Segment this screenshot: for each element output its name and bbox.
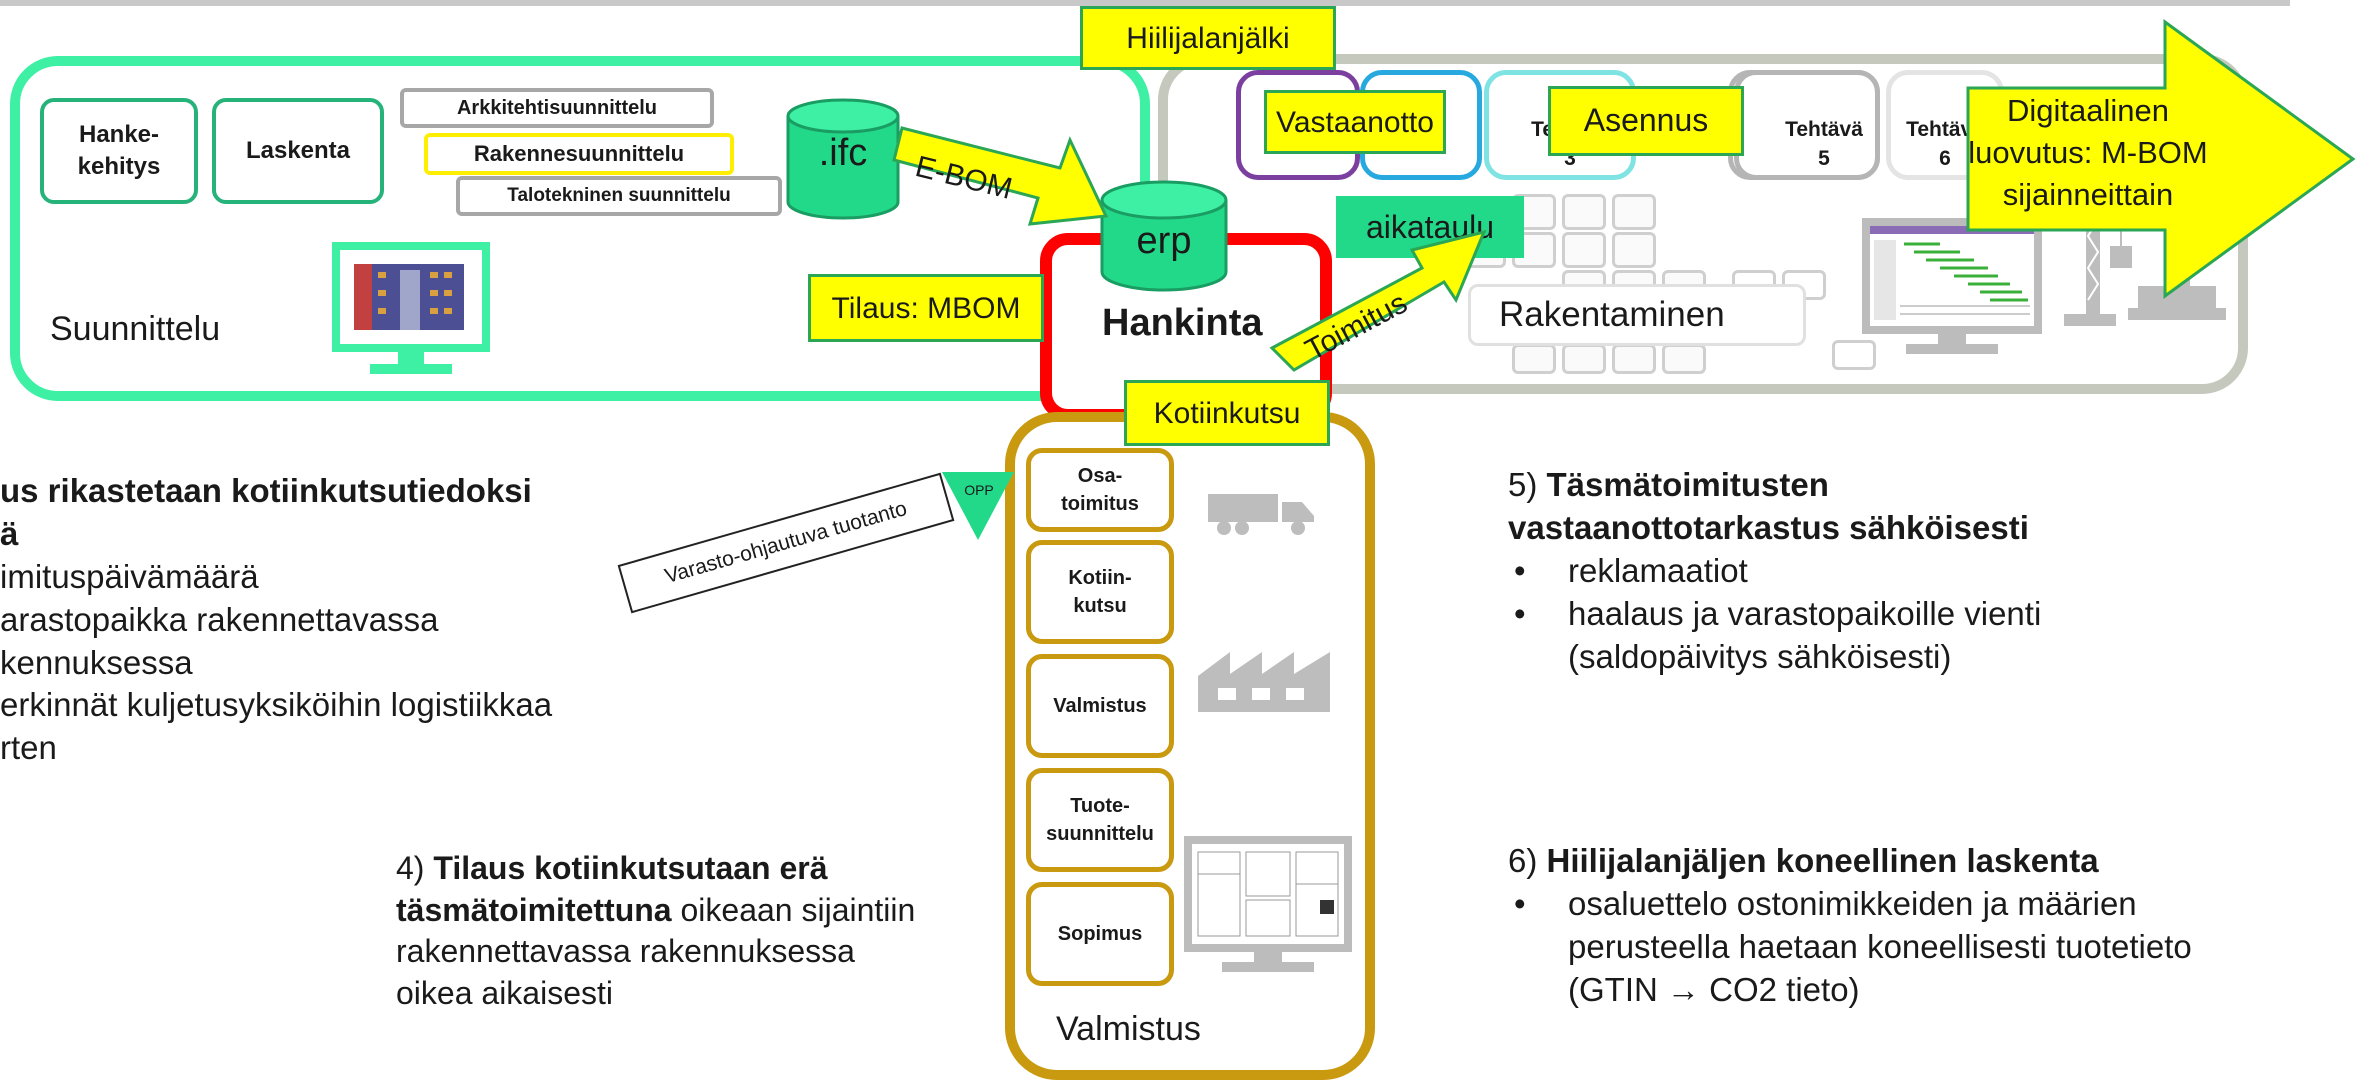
note-3-line-4: erkinnät kuljetusyksiköihin logistiikkaa <box>0 686 553 724</box>
note-3-line-0: ä <box>0 514 19 552</box>
note-3-line-3: kennuksessa <box>0 643 193 681</box>
step-osatoimitus: Osa- toimitus <box>1026 448 1174 532</box>
monitor-stand <box>398 352 424 366</box>
cad-monitor-base <box>1222 962 1314 972</box>
note-6-item-0: osaluettelo ostonimikkeiden ja määrien p… <box>1508 883 2288 1012</box>
vastaanotto: Vastaanotto <box>1264 90 1446 154</box>
step-tuotesuunnittelu: Tuote- suunnittelu <box>1026 768 1174 872</box>
handover-label: Digitaalinen luovutus: M-BOM sijainneitt… <box>1968 93 2208 212</box>
note-5-item-0: reklamaatiot <box>1508 550 2128 593</box>
erp-label: erp <box>1136 220 1192 262</box>
cad-monitor-icon <box>1184 836 1352 952</box>
note-6-num: 6) <box>1508 842 1547 879</box>
step-kotiinkutsu: Kotiin- kutsu <box>1026 540 1174 644</box>
manufacturing-label: Valmistus <box>1056 1010 1201 1048</box>
erp-cylinder <box>1100 180 1228 292</box>
note-5-item-1: haalaus ja varastopaikoille vienti (sald… <box>1508 593 2128 679</box>
note-6-bold: Hiilijalanjäljen koneellinen laskenta <box>1546 842 2099 879</box>
note-5-num: 5) <box>1508 466 1547 503</box>
ifc-label: .ifc <box>818 132 868 174</box>
note-6: 6) Hiilijalanjäljen koneellinen laskenta… <box>1508 840 2288 1012</box>
opp-triangle <box>942 472 1014 540</box>
construction-label: Rakentaminen <box>1468 284 1806 346</box>
note-4-bold: Tilaus kotiinkutsutaan erä täsmätoimitet… <box>396 850 828 928</box>
delivery-arrow <box>1269 229 1487 372</box>
opp-label: OPP <box>964 482 994 498</box>
top-divider <box>0 0 2290 6</box>
carbon-footprint: Hiilijalanjälki <box>1080 6 1336 70</box>
factory-icon <box>1198 652 1330 712</box>
handover-arrow <box>1966 19 2356 299</box>
box-laskenta: Laskenta <box>212 98 384 204</box>
schedule-block-d <box>1832 340 1876 370</box>
note-3-line-2: arastopaikka rakennettavassa <box>0 600 439 638</box>
step-valmistus: Valmistus <box>1026 654 1174 758</box>
order-mbom: Tilaus: MBOM <box>808 274 1044 342</box>
asennus: Asennus <box>1548 86 1744 156</box>
note-3-title: us rikastetaan kotiinkutsutiedoksi <box>0 472 532 509</box>
tag-arkkitehtisuunnittelu: Arkkitehtisuunnittelu <box>400 88 714 128</box>
cad-monitor-stand <box>1254 952 1282 964</box>
task-5-overlay <box>1734 70 1880 180</box>
note-4-rest: oikeaan sijaintiin rakennettavassa raken… <box>396 891 916 1011</box>
schedule-monitor-base <box>1906 344 1998 354</box>
note-5-bold: Täsmätoimitusten vastaanottotarkastus sä… <box>1508 466 2029 546</box>
note-4: 4) Tilaus kotiinkutsutaan erä täsmätoimi… <box>396 848 936 1014</box>
ifc-cylinder <box>786 98 900 220</box>
schedule-monitor-stand <box>1938 334 1966 346</box>
monitor-icon <box>332 242 490 352</box>
box-hankekehitys: Hanke- kehitys <box>40 98 198 204</box>
step-sopimus: Sopimus <box>1026 882 1174 986</box>
schedule-monitor-icon <box>1862 218 2042 334</box>
calloff-label: Kotiinkutsu <box>1124 380 1330 446</box>
tag-rakennesuunnittelu: Rakennesuunnittelu <box>424 133 734 175</box>
note-3-line-5: rten <box>0 729 57 767</box>
note-4-num: 4) <box>396 850 434 886</box>
ebom-arrow <box>892 126 1109 226</box>
tag-talotekninen-suunnittelu: Talotekninen suunnittelu <box>456 176 782 216</box>
procurement-label: Hankinta <box>1102 302 1263 344</box>
note-5: 5) Täsmätoimitusten vastaanottotarkastus… <box>1508 464 2128 678</box>
note-3: us rikastetaan kotiinkutsutiedoksi ä imi… <box>0 470 610 770</box>
design-label: Suunnittelu <box>50 310 221 348</box>
monitor-base <box>370 364 452 374</box>
truck-icon <box>1208 494 1314 535</box>
stock-driven-production: Varasto-ohjautuva tuotanto <box>617 472 955 614</box>
note-3-line-1: imituspäivämäärä <box>0 557 259 595</box>
